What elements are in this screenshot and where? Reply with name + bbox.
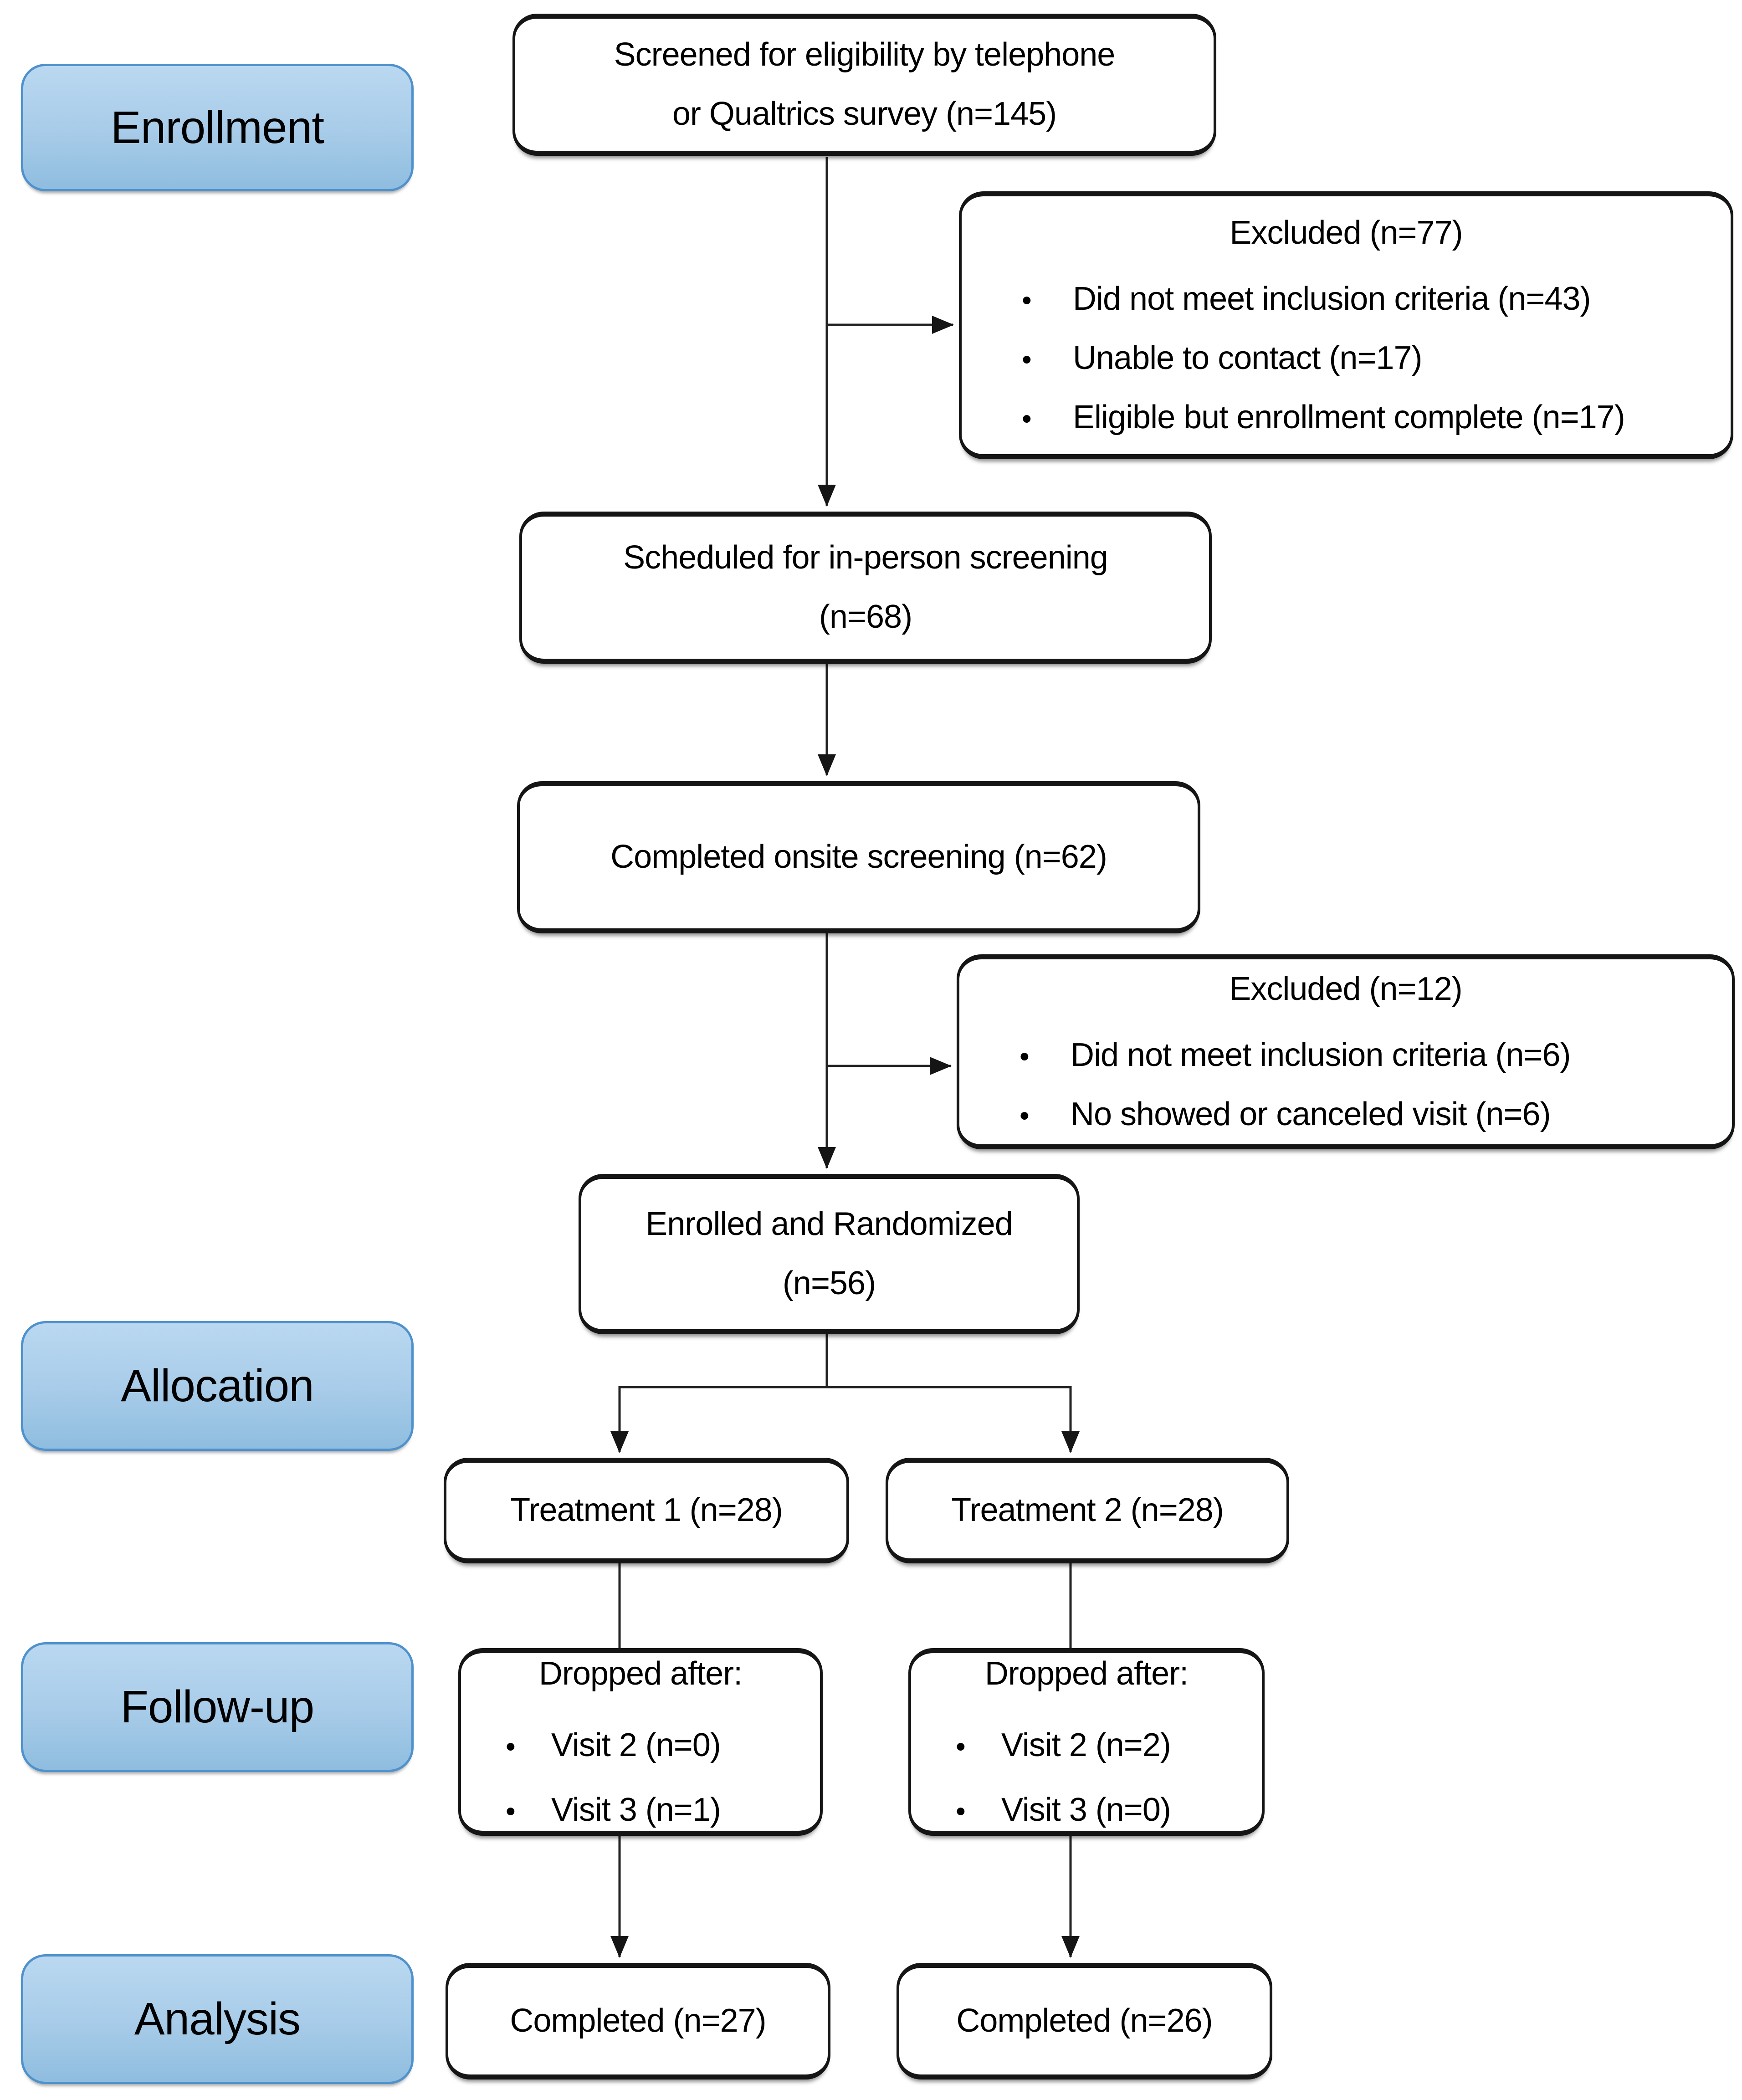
box-enrolled-line2: (n=56) [782, 1265, 876, 1301]
list-item: • Did not meet inclusion criteria (n=43) [994, 279, 1699, 318]
list-item: • Unable to contact (n=17) [994, 338, 1699, 378]
list-item: • Visit 2 (n=2) [943, 1726, 1230, 1765]
box-excluded-1: Excluded (n=77) • Did not meet inclusion… [959, 191, 1733, 459]
list-item: • Visit 3 (n=0) [943, 1790, 1230, 1829]
stage-label-text: Enrollment [111, 102, 324, 153]
stage-label-enrollment: Enrollment [21, 64, 414, 191]
list-item-text: Unable to contact (n=17) [1073, 340, 1422, 376]
box-treatment-1: Treatment 1 (n=28) [444, 1458, 849, 1563]
list-item-text: Visit 2 (n=0) [551, 1726, 721, 1763]
bullet-icon: • [506, 1796, 516, 1828]
box-dropped-1: Dropped after: • Visit 2 (n=0) • Visit 3… [458, 1648, 823, 1836]
bullet-icon: • [1020, 1100, 1030, 1132]
stage-label-followup: Follow-up [21, 1642, 414, 1772]
box-completed-onsite: Completed onsite screening (n=62) [517, 781, 1200, 933]
box-enrolled: Enrolled and Randomized (n=56) [579, 1174, 1080, 1334]
bullet-icon: • [1022, 284, 1032, 316]
stage-label-text: Allocation [121, 1360, 314, 1411]
stage-label-text: Follow-up [120, 1681, 314, 1732]
box-treatment-1-text: Treatment 1 (n=28) [510, 1492, 783, 1529]
box-dropped-2-title: Dropped after: [984, 1655, 1189, 1692]
list-item-text: Did not meet inclusion criteria (n=43) [1073, 280, 1591, 317]
stage-label-text: Analysis [134, 1993, 301, 2044]
stage-label-analysis: Analysis [21, 1954, 414, 2084]
bullet-icon: • [956, 1731, 966, 1762]
list-item: • Visit 3 (n=1) [493, 1790, 788, 1829]
bullet-icon: • [1020, 1040, 1030, 1072]
stage-label-allocation: Allocation [21, 1321, 414, 1451]
box-completed-1: Completed (n=27) [446, 1963, 830, 2080]
list-item-text: Visit 2 (n=2) [1001, 1726, 1171, 1763]
list-item: • Did not meet inclusion criteria (n=6) [991, 1035, 1700, 1075]
bullet-icon: • [956, 1796, 966, 1828]
box-screened: Screened for eligibility by telephone or… [512, 14, 1216, 156]
box-screened-line1: Screened for eligibility by telephone [614, 36, 1116, 73]
box-treatment-2: Treatment 2 (n=28) [886, 1458, 1289, 1563]
bullet-icon: • [1022, 403, 1032, 435]
box-scheduled: Scheduled for in-person screening (n=68) [519, 512, 1212, 664]
box-excluded-1-title: Excluded (n=77) [1230, 215, 1463, 251]
box-completed-onsite-text: Completed onsite screening (n=62) [610, 839, 1107, 876]
box-enrolled-line1: Enrolled and Randomized [646, 1206, 1013, 1243]
box-screened-line2: or Qualtrics survey (n=145) [672, 96, 1057, 132]
bullet-icon: • [506, 1731, 516, 1762]
box-scheduled-line2: (n=68) [819, 599, 912, 635]
list-item-text: No showed or canceled visit (n=6) [1071, 1096, 1551, 1133]
list-item: • Eligible but enrollment complete (n=17… [994, 398, 1699, 437]
bullet-icon: • [1022, 344, 1032, 375]
list-item: • No showed or canceled visit (n=6) [991, 1095, 1700, 1134]
list-item-text: Did not meet inclusion criteria (n=6) [1071, 1036, 1571, 1073]
list-item-text: Visit 3 (n=0) [1001, 1792, 1171, 1829]
box-excluded-2: Excluded (n=12) • Did not meet inclusion… [957, 954, 1735, 1149]
box-scheduled-line1: Scheduled for in-person screening [623, 539, 1108, 576]
box-treatment-2-text: Treatment 2 (n=28) [951, 1492, 1224, 1529]
list-item-text: Eligible but enrollment complete (n=17) [1073, 399, 1625, 436]
list-item: • Visit 2 (n=0) [493, 1726, 788, 1765]
box-dropped-2: Dropped after: • Visit 2 (n=2) • Visit 3… [908, 1648, 1265, 1836]
box-completed-2: Completed (n=26) [897, 1963, 1272, 2080]
box-completed-1-text: Completed (n=27) [510, 2003, 766, 2039]
list-item-text: Visit 3 (n=1) [551, 1792, 721, 1829]
box-excluded-2-title: Excluded (n=12) [1229, 971, 1462, 1008]
box-completed-2-text: Completed (n=26) [956, 2003, 1213, 2039]
box-dropped-1-title: Dropped after: [538, 1655, 743, 1692]
